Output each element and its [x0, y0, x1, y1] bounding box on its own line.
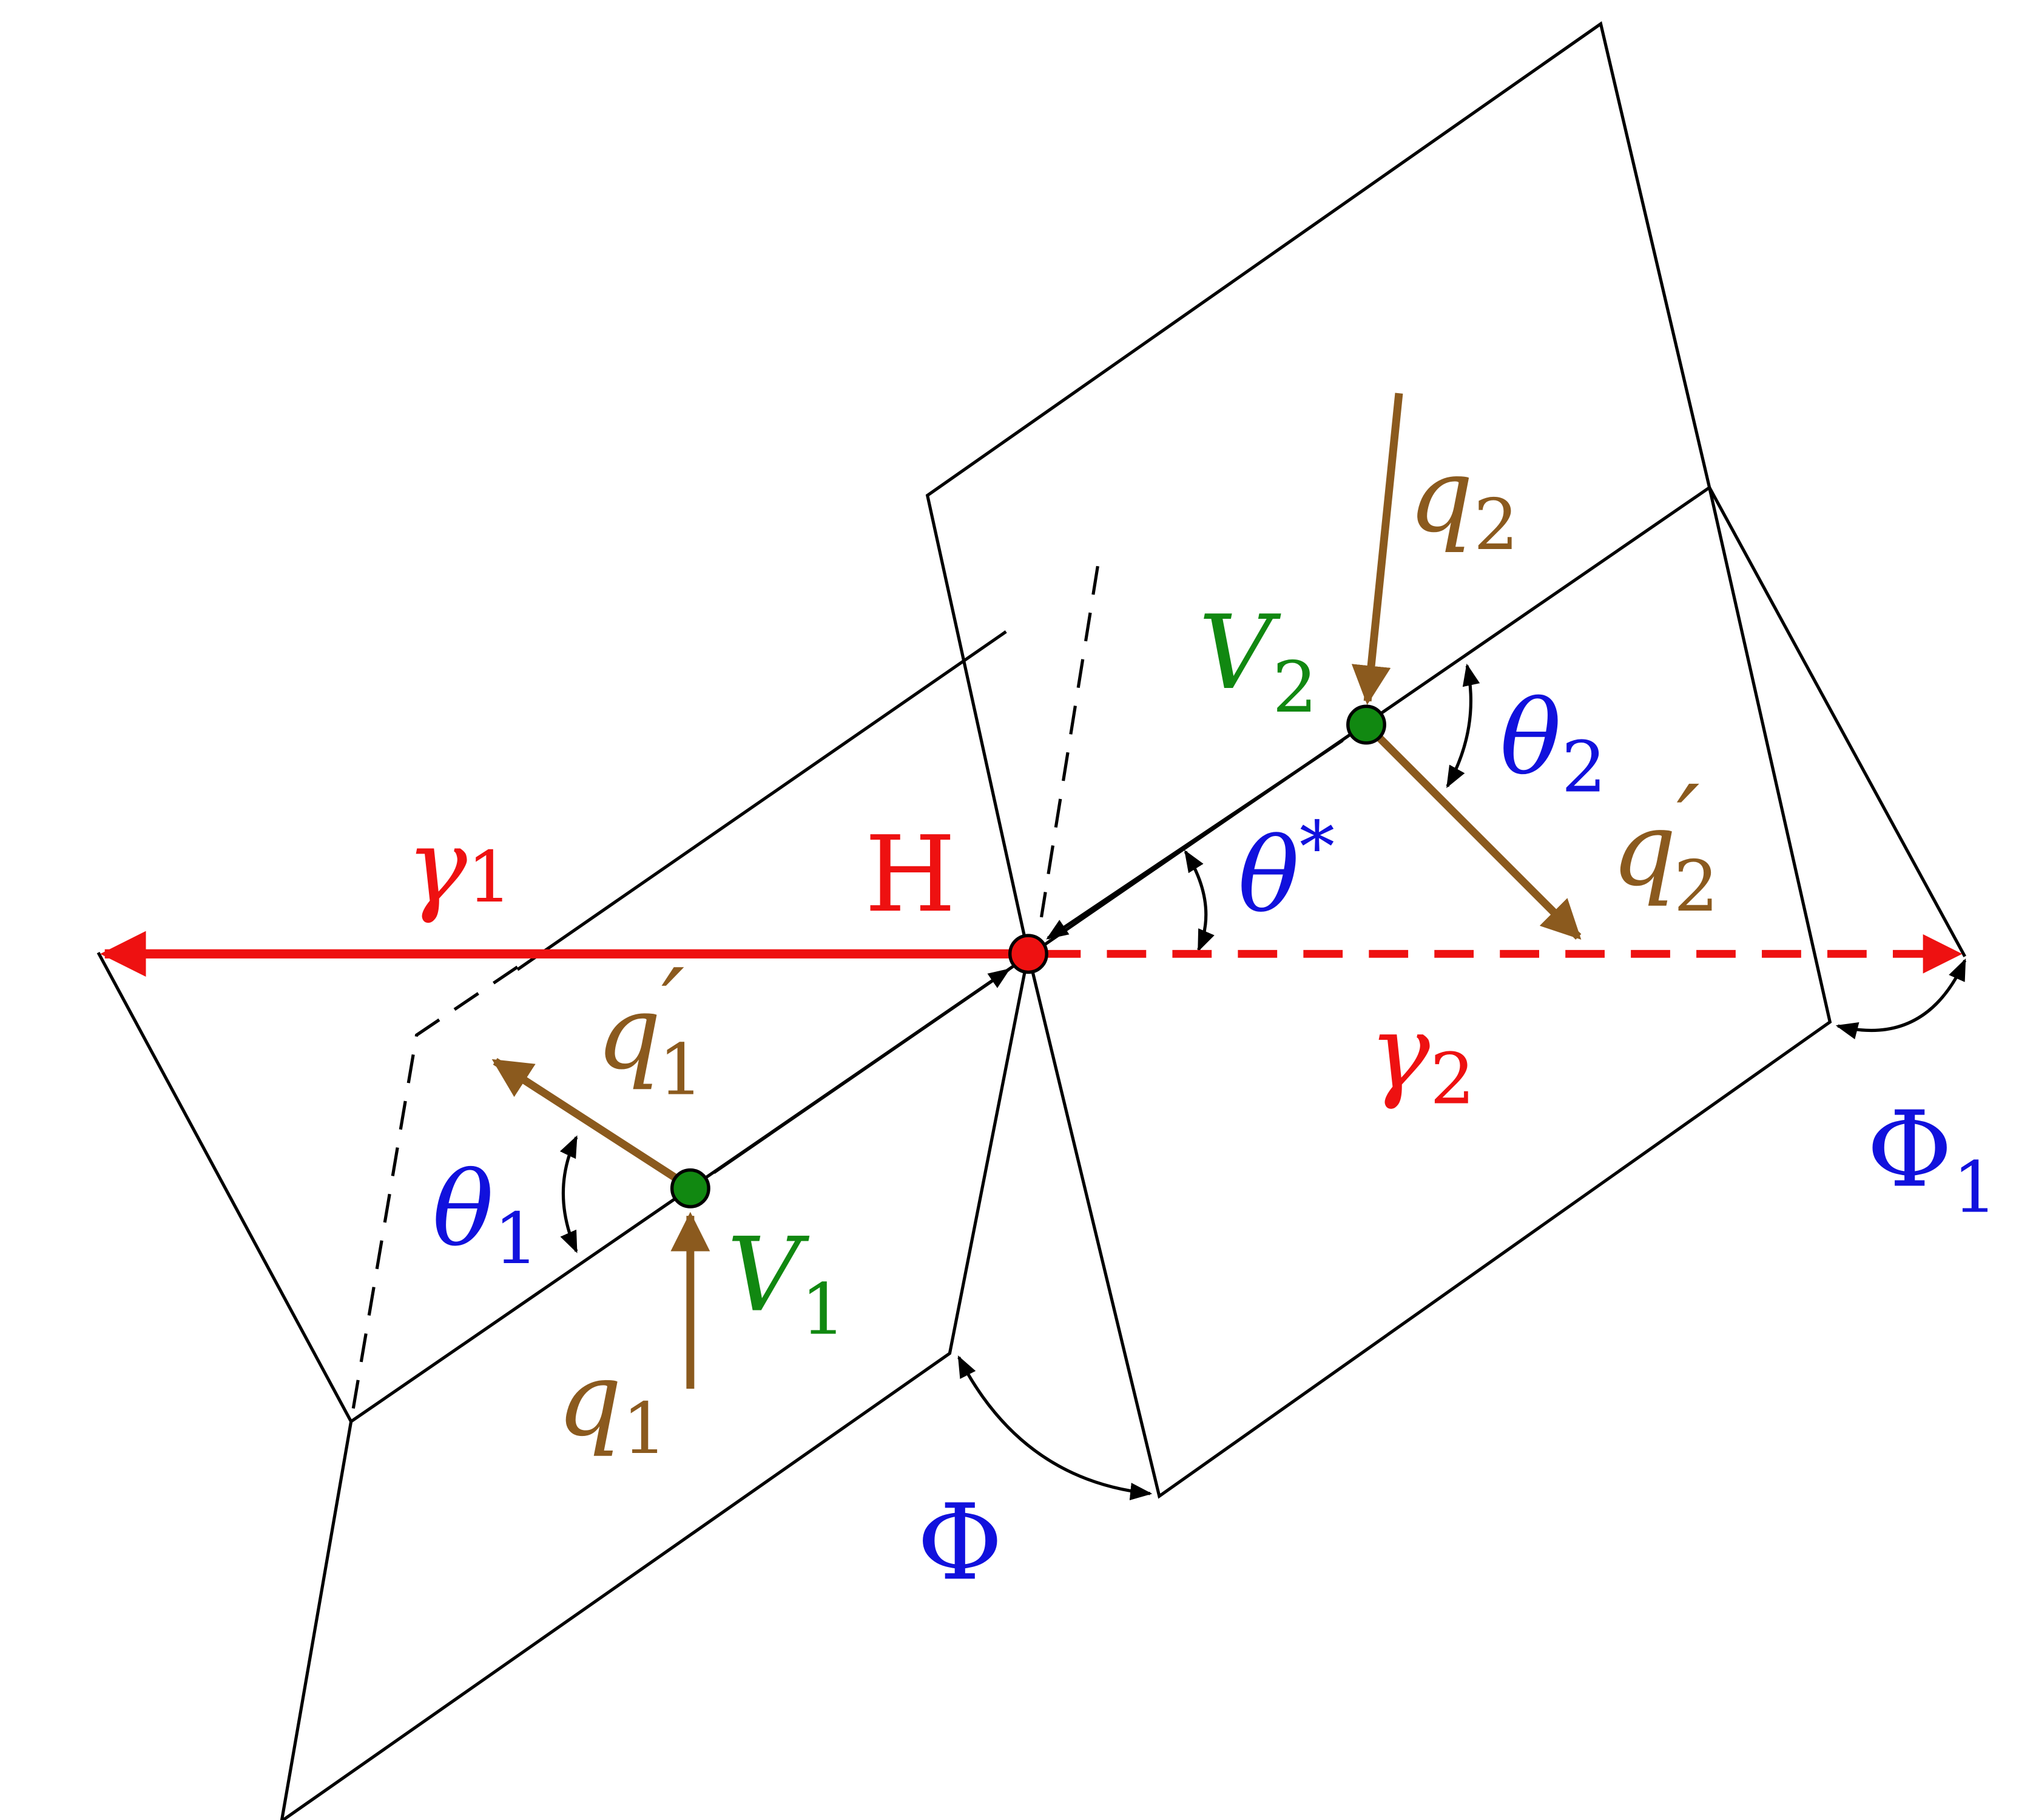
- v1-label: V1: [727, 1216, 846, 1351]
- higgs-vertex: [1008, 934, 1048, 974]
- q1p-arrow: [491, 1057, 690, 1189]
- q1-label: q1: [557, 1340, 667, 1470]
- planes: [96, 21, 1966, 1820]
- quarks: [491, 393, 1582, 1389]
- gamma2-label: γ2: [1369, 993, 1475, 1121]
- higgs-label: H: [865, 814, 956, 935]
- v2-label: V2: [1199, 593, 1318, 729]
- q2-arrow: [1351, 393, 1403, 706]
- q1-prime-label: q′1: [596, 947, 703, 1111]
- axis-arrows: [713, 739, 1344, 1175]
- theta1-label: θ1: [433, 1150, 539, 1280]
- v2-vertex: [1346, 704, 1386, 745]
- phi1-label: Φ1: [1867, 1089, 1998, 1229]
- phi-label: Φ: [917, 1481, 1003, 1603]
- angle-arcs: [559, 663, 1967, 1501]
- theta-star-label: θ*: [1238, 806, 1335, 935]
- v1-vertex: [670, 1168, 710, 1208]
- q2-prime-label: q′2: [1611, 764, 1719, 928]
- labels: γ1 γ2 H V1 V2 q1 q2 q′1 q′2 θ1 θ2 θ* Φ Φ…: [406, 436, 1997, 1603]
- gamma1-label: γ1: [406, 807, 512, 926]
- q2-label: q2: [1408, 436, 1519, 566]
- theta2-label: θ2: [1500, 678, 1607, 808]
- q2p-arrow: [1366, 724, 1582, 940]
